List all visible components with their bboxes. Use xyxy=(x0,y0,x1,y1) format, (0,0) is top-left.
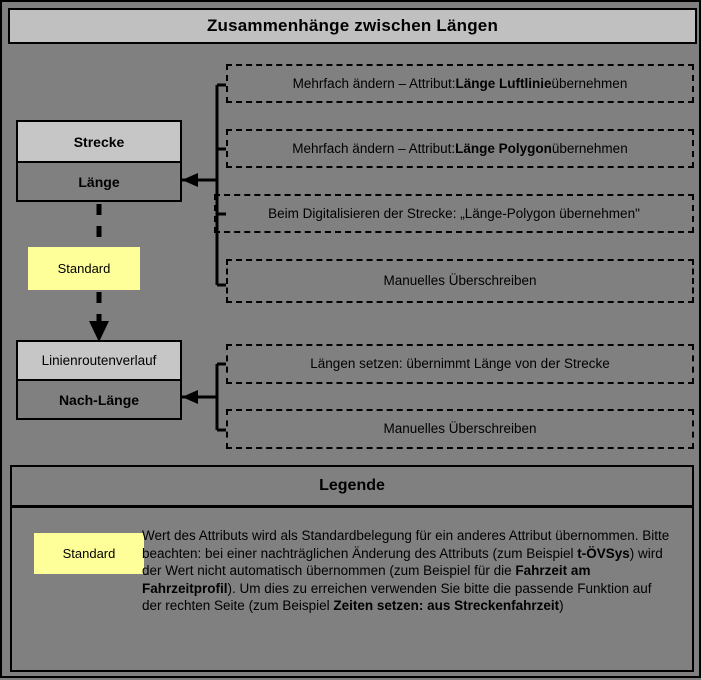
page-title: Zusammenhänge zwischen Längen xyxy=(206,16,499,35)
option-box-strecke-1[interactable]: Mehrfach ändern – Attribut: Länge Luftli… xyxy=(226,64,694,103)
option-box-strecke-2[interactable]: Mehrfach ändern – Attribut: Länge Polygo… xyxy=(226,129,694,168)
entity-linienroutenverlauf-header: Linienroutenverlauf xyxy=(18,342,180,381)
default-flow-arrowhead xyxy=(89,321,109,342)
entity-strecke[interactable]: Strecke Länge xyxy=(16,120,182,202)
legend-description: Wert des Attributs wird als Standardbele… xyxy=(142,528,670,614)
diagram-title: Zusammenhänge zwischen Längen xyxy=(8,8,697,44)
arrow-to-laenge xyxy=(182,173,198,187)
standard-tag: Standard xyxy=(28,247,140,290)
option-box-strecke-4[interactable]: Manuelles Überschreiben xyxy=(226,259,694,303)
legend-panel: Legende Standard Wert des Attributs wird… xyxy=(10,465,694,672)
arrow-to-nach-laenge xyxy=(182,390,198,404)
legend-body: Standard Wert des Attributs wird als Sta… xyxy=(12,508,692,670)
entity-strecke-attribute: Länge xyxy=(18,163,180,200)
strecke-bracket xyxy=(182,83,226,287)
option-box-strecke-3[interactable]: Beim Digitalisieren der Strecke: „Länge-… xyxy=(214,194,694,233)
option-box-linie-1[interactable]: Längen setzen: übernimmt Länge von der S… xyxy=(226,344,694,384)
option-box-linie-2[interactable]: Manuelles Überschreiben xyxy=(226,409,694,449)
entity-linienroutenverlauf[interactable]: Linienroutenverlauf Nach-Länge xyxy=(16,340,182,420)
legend-title: Legende xyxy=(12,467,692,508)
legend-standard-swatch: Standard xyxy=(34,533,144,574)
entity-linienroutenverlauf-attribute: Nach-Länge xyxy=(18,381,180,418)
entity-strecke-header: Strecke xyxy=(18,122,180,163)
linie-bracket xyxy=(182,362,226,432)
